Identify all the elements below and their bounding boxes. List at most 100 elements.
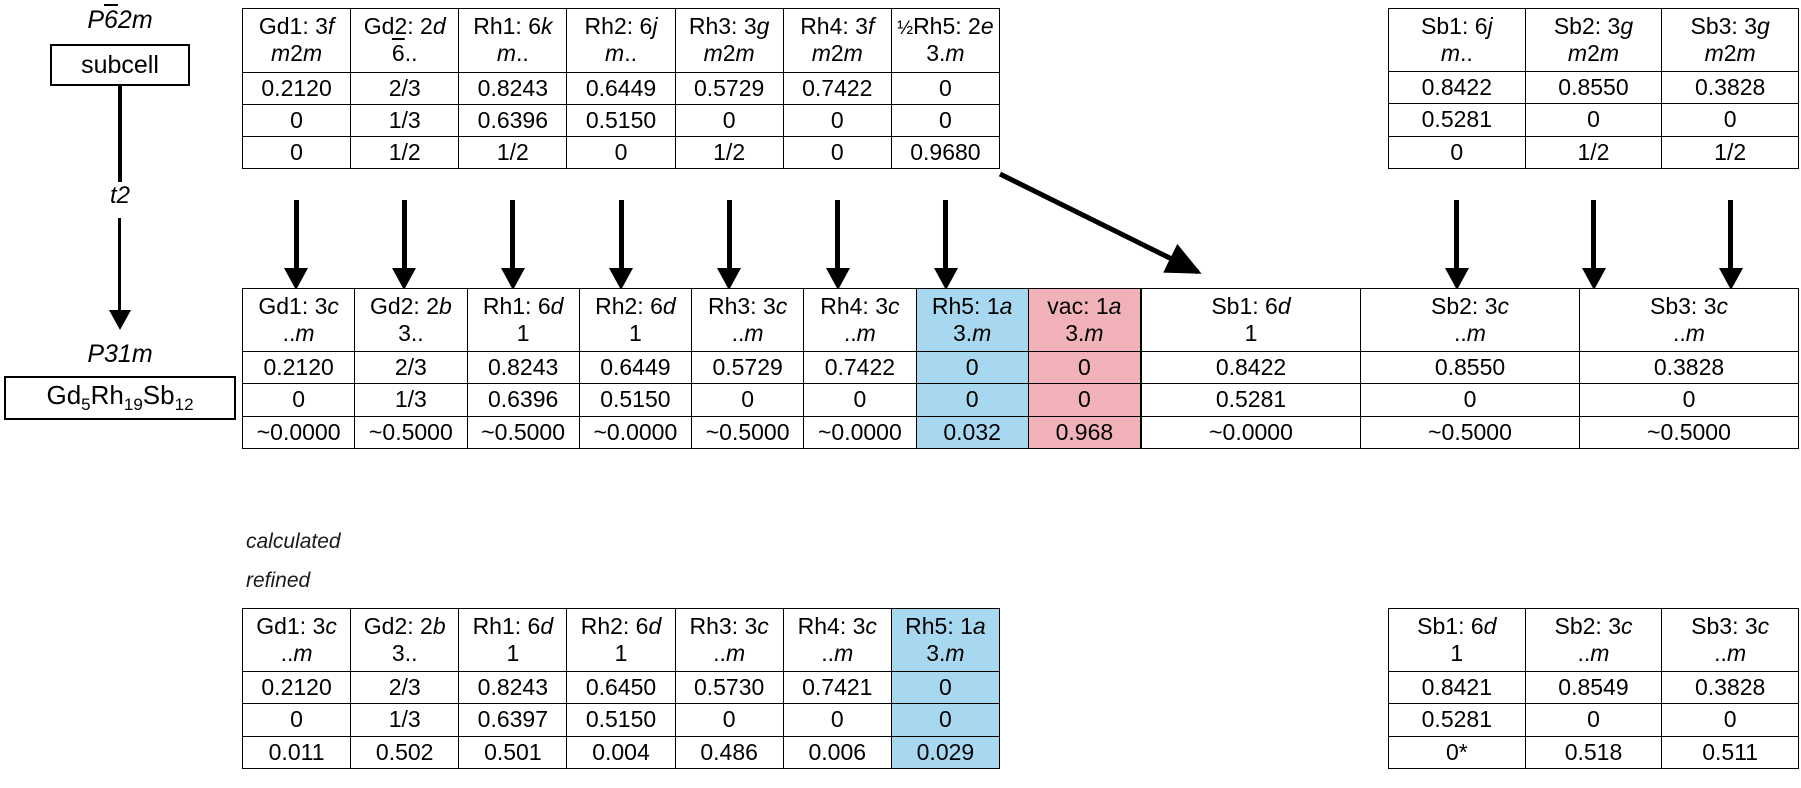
coordinate-y-cell: 1/3: [354, 383, 468, 417]
transition-arrow-Rh2-icon: [609, 268, 633, 290]
coordinate-y-cell: 0: [690, 383, 805, 417]
coordinate-z-cell: 0.032: [915, 415, 1029, 449]
site-header-cell: Gd1: 3c..m: [241, 607, 352, 673]
coordinate-x-cell: 0.5729: [690, 351, 805, 385]
coordinate-x-cell: 0.6449: [566, 71, 676, 105]
coordinate-x-cell: 0.8243: [466, 351, 580, 385]
transition-arrow-Sb2-shaft: [1591, 200, 1596, 268]
coordinate-z-cell: 0.004: [566, 735, 676, 769]
coordinate-z-cell: 0.029: [890, 735, 1001, 769]
coordinate-y-cell: 0: [1661, 703, 1799, 737]
coordinate-y-cell: 0: [782, 103, 892, 137]
coordinate-z-cell: 0.006: [782, 735, 892, 769]
coordinate-x-cell: 0: [890, 71, 1001, 105]
coordinate-z-cell: ~0.0000: [578, 415, 693, 449]
coordinate-y-cell: 1/3: [350, 703, 460, 737]
subgroup-space-group-rest: 31m: [104, 340, 153, 368]
table-row-z: ~0.0000~0.5000~0.5000~0.0000~0.5000~0.00…: [241, 415, 1142, 449]
subgroup-space-group-prefix: P: [87, 340, 105, 368]
coordinate-z-cell: 0: [782, 135, 892, 169]
coordinate-x-cell: 0.8549: [1524, 671, 1663, 705]
coordinate-z-cell: 0: [566, 135, 676, 169]
coordinate-x-cell: 0.5729: [674, 71, 784, 105]
group-subgroup-branch: P62m subcell t2 P31m Gd5Rh19Sb12: [0, 0, 240, 788]
coordinate-y-cell: 0: [1524, 103, 1663, 137]
coordinate-x-cell: 0.8422: [1141, 351, 1361, 385]
coordinate-x-cell: 0.8550: [1360, 351, 1580, 385]
coordinate-x-cell: 0.5730: [674, 671, 784, 705]
branch-arrowhead-icon: [109, 310, 131, 330]
transition-arrow-Rh4-icon: [825, 268, 850, 290]
formula-box[interactable]: Gd5Rh19Sb12: [4, 376, 236, 420]
coordinate-x-cell: 0.2120: [241, 351, 356, 385]
coordinate-z-cell: ~0.5000: [690, 415, 805, 449]
transition-arrow-Rh3-icon: [717, 268, 742, 290]
branch-line-upper: [118, 86, 122, 182]
coordinate-x-cell: 0.3828: [1661, 671, 1799, 705]
coordinate-y-cell: 0: [241, 103, 352, 137]
coordinate-y-cell: 0: [803, 383, 917, 417]
transition-arrow-Sb1-icon: [1444, 268, 1469, 290]
coordinate-y-cell: 0: [915, 383, 1029, 417]
transition-arrow-Gd1-shaft: [293, 200, 299, 268]
transition-arrow-Rh5-icon: [933, 268, 958, 290]
coordinate-y-cell: 0: [1360, 383, 1580, 417]
transition-arrow-Gd2-shaft: [401, 200, 407, 268]
coordinate-z-cell: ~0.5000: [1360, 415, 1580, 449]
coordinate-x-cell: 0.8421: [1388, 671, 1526, 705]
coordinate-z-cell: ~0.0000: [241, 415, 356, 449]
coordinate-x-cell: 0.3828: [1579, 351, 1799, 385]
coordinate-z-cell: ~0.0000: [803, 415, 917, 449]
coordinate-z-cell: ~0.5000: [354, 415, 468, 449]
site-header-cell: Sb2: 3c..m: [1524, 607, 1663, 673]
coordinate-z-cell: 1/2: [1524, 135, 1663, 169]
subcell-label: subcell: [81, 50, 159, 79]
site-header-cell: Gd1: 3c..m: [241, 287, 356, 353]
coordinate-z-cell: 0.011: [241, 735, 352, 769]
coordinate-z-cell: 1/2: [674, 135, 784, 169]
parent-space-group-bar: 6: [104, 6, 118, 34]
subcell-box[interactable]: subcell: [50, 44, 190, 86]
coordinate-y-cell: 0.6396: [458, 103, 568, 137]
parent-space-group-prefix: P: [87, 6, 105, 34]
coordinate-y-cell: 0.5150: [578, 383, 693, 417]
coordinate-y-cell: 0: [241, 703, 352, 737]
coordinate-y-cell: 0: [1661, 103, 1799, 137]
coordinate-x-cell: 0.3828: [1661, 71, 1799, 105]
transition-arrow-Rh3-shaft: [726, 200, 732, 268]
coordinate-y-cell: 0: [890, 703, 1001, 737]
formula-label: Gd5Rh19Sb12: [46, 380, 194, 415]
coordinate-z-cell: ~0.5000: [466, 415, 580, 449]
coordinate-y-cell: 0.5150: [566, 103, 676, 137]
coordinate-y-cell: 0.5150: [566, 703, 676, 737]
